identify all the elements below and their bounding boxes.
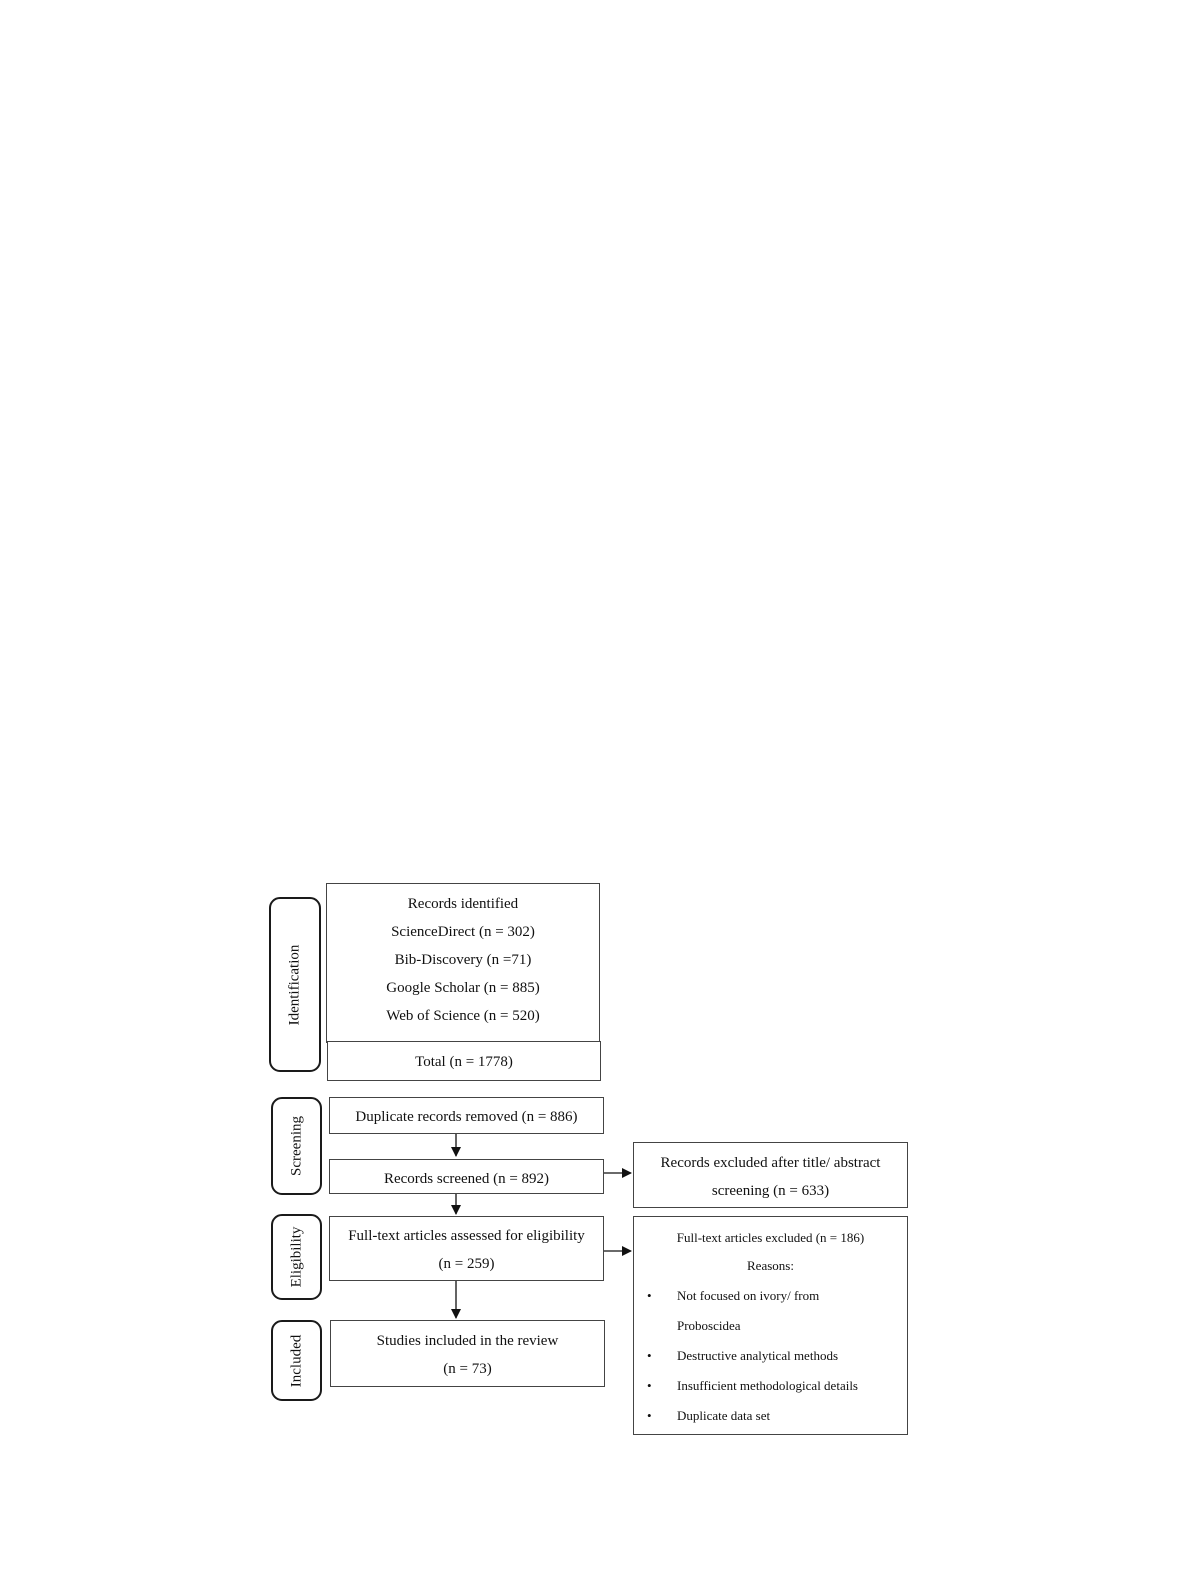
source-google-scholar: Google Scholar (n = 885) [386, 980, 540, 996]
total-box [327, 1041, 601, 1081]
records-identified-box [326, 883, 600, 1043]
excluded-fulltext-title: Full-text articles excluded (n = 186) [676, 1230, 865, 1245]
bullet-icon: • [647, 1378, 652, 1393]
stage-identification: Identification [269, 897, 321, 1072]
reason-item: Destructive analytical methods [677, 1348, 839, 1363]
stage-screening: Screening [271, 1097, 322, 1195]
included-box [330, 1320, 605, 1387]
eligibility-box [329, 1216, 604, 1281]
reasons-label: Reasons: [747, 1258, 794, 1273]
records-identified-title: Records identified [407, 896, 519, 912]
screened-box [329, 1159, 604, 1194]
included-line2: (n = 73) [443, 1361, 492, 1377]
source-web-of-science: Web of Science (n = 520) [386, 1008, 540, 1024]
bullet-icon: • [647, 1408, 652, 1423]
excluded-screening-box [633, 1142, 908, 1208]
source-sciencedirect: ScienceDirect (n = 302) [391, 924, 535, 940]
stage-eligibility: Eligibility [271, 1214, 322, 1300]
included-line1: Studies included in the review [376, 1333, 559, 1349]
reason-item: Duplicate data set [677, 1408, 771, 1423]
source-bib-discovery: Bib-Discovery (n =71) [394, 952, 532, 968]
duplicates-box [329, 1097, 604, 1134]
total-label: Total (n = 1778) [415, 1054, 513, 1070]
screened-label: Records screened (n = 892) [383, 1171, 550, 1187]
eligibility-line1: Full-text articles assessed for eligibil… [348, 1228, 585, 1244]
stage-included: Included [271, 1320, 322, 1401]
reason-item-continued: Proboscidea [677, 1318, 741, 1333]
eligibility-line2: (n = 259) [438, 1256, 495, 1272]
excluded-screening-line1: Records excluded after title/ abstract [660, 1155, 881, 1171]
reason-item: Not focused on ivory/ from [677, 1288, 820, 1303]
duplicates-label: Duplicate records removed (n = 886) [355, 1109, 578, 1125]
excluded-screening-line2: screening (n = 633) [711, 1183, 830, 1199]
bullet-icon: • [647, 1288, 652, 1303]
excluded-fulltext-box [633, 1216, 908, 1435]
bullet-icon: • [647, 1348, 652, 1363]
reason-item: Insufficient methodological details [677, 1378, 858, 1393]
